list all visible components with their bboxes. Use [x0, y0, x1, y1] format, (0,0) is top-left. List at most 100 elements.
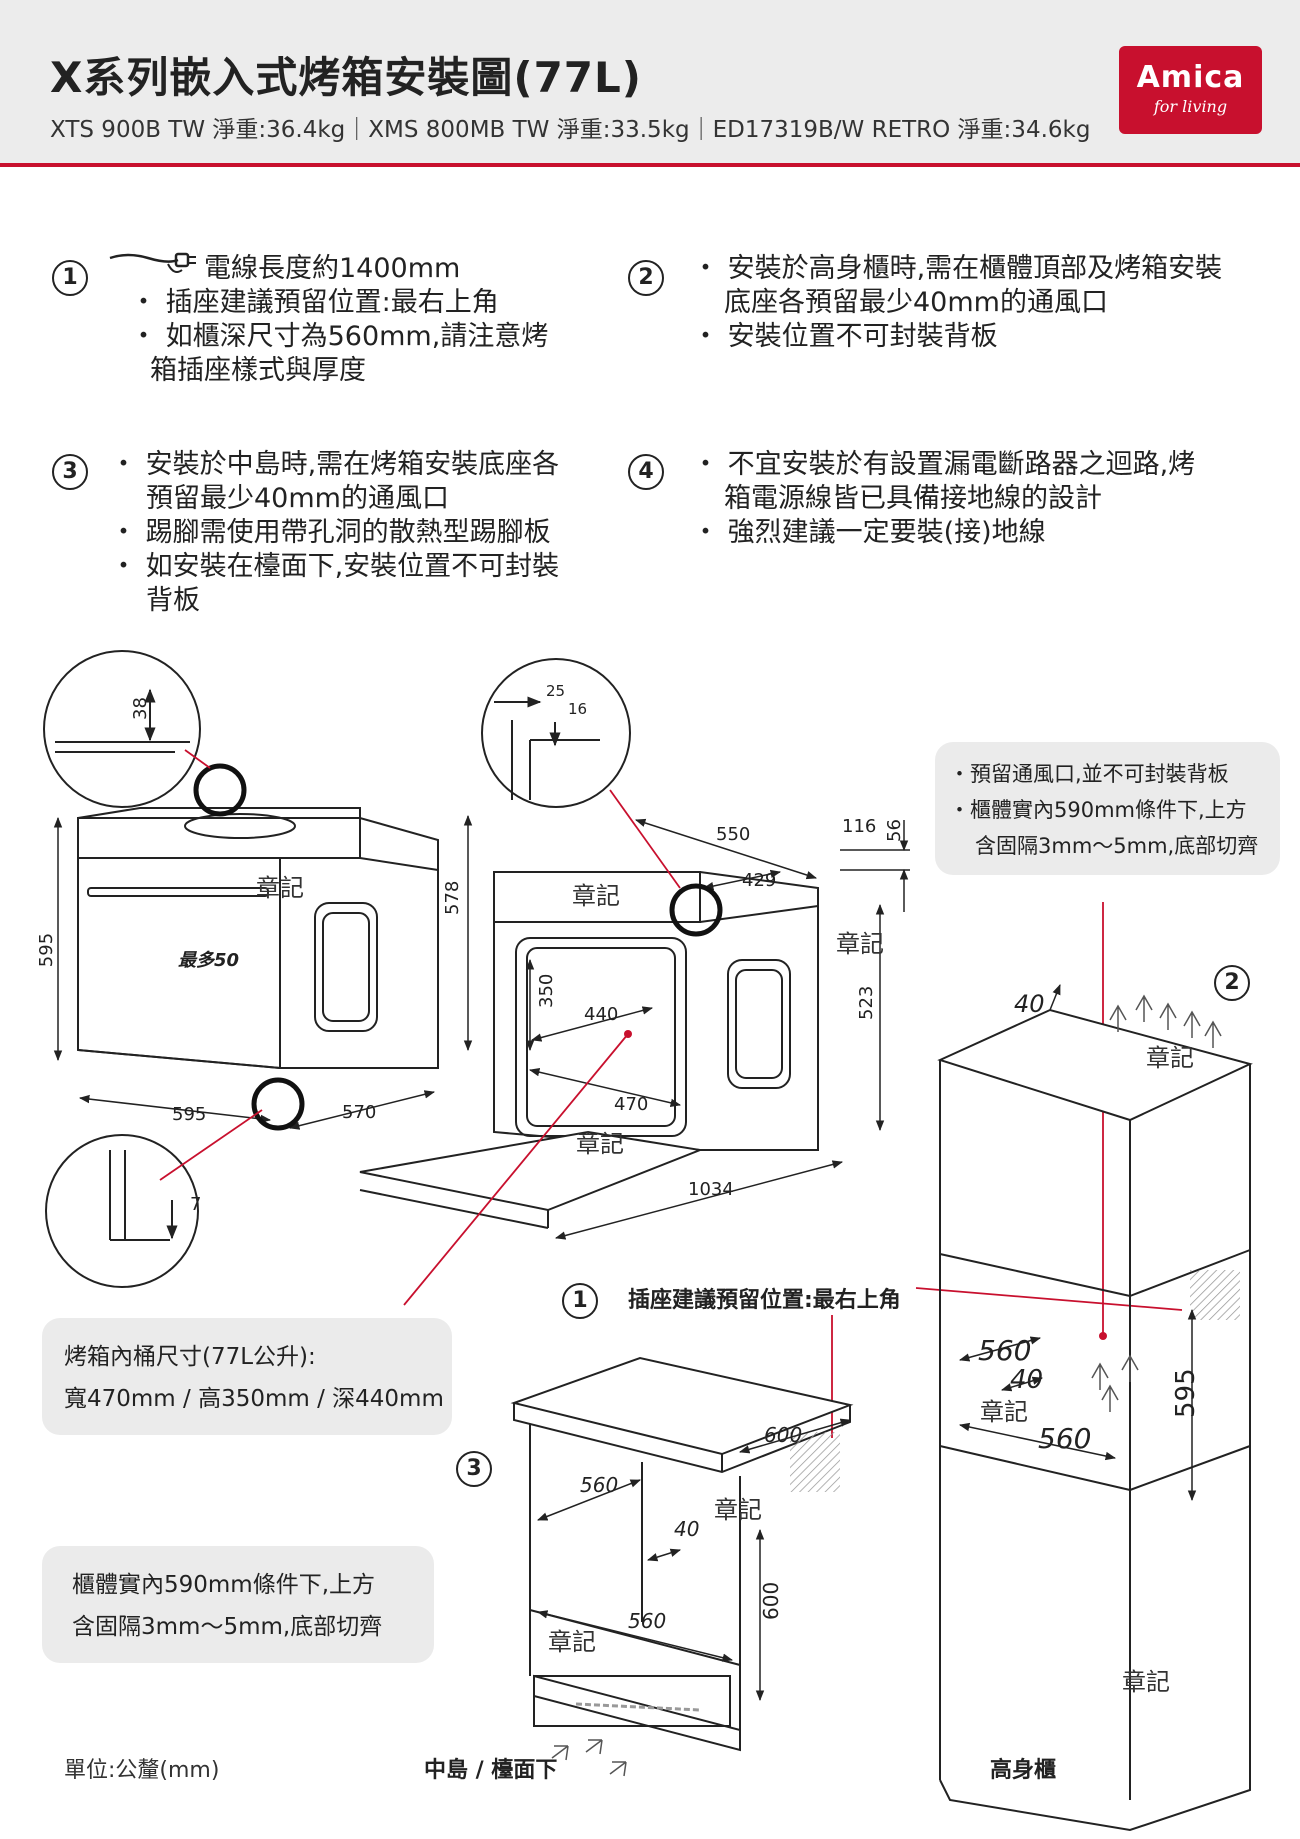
note-4: ・ 不宜安裝於有設置漏電斷路器之迴路,烤 箱電源線皆已具備接地線的設計 ・ 強烈…: [692, 448, 1195, 550]
note-4-line-1-text: 不宜安裝於有設置漏電斷路器之迴路,烤: [727, 449, 1196, 480]
stamp: 章記: [1122, 1668, 1170, 1696]
dim-max50: 最多50: [178, 950, 239, 971]
tall-dim-560-top: 560: [978, 1334, 1031, 1367]
note-3-line-5: 背板: [146, 585, 200, 616]
airflow-arrows: [551, 994, 1222, 1777]
oven-dimension-lines: [53, 814, 910, 1240]
island-dimensions: [536, 1418, 852, 1702]
tall-vent-hatch: [1190, 1270, 1240, 1320]
dim-350: 350: [536, 974, 557, 1008]
kick-vent-slots: [575, 1702, 701, 1712]
cabinet-note-line-2: 含固隔3mm～5mm,底部切齊: [72, 1614, 383, 1640]
note-1-line-2-text: 插座建議預留位置:最右上角: [165, 287, 499, 318]
island-dim-600-side: 600: [759, 1582, 783, 1620]
note-3-line-1: ・ 安裝於中島時,需在烤箱安裝底座各: [110, 449, 560, 480]
vent-note-line-2: ・櫃體實內590mm條件下,上方: [949, 798, 1247, 822]
stamp: 章記: [980, 1398, 1028, 1426]
island-dim-560-top: 560: [580, 1473, 618, 1497]
dim-578: 578: [442, 881, 463, 915]
logo-tagline: for living: [1153, 97, 1228, 116]
red-dots: [624, 1030, 1107, 1340]
note-2-line-3: ・ 安裝位置不可封裝背板: [692, 321, 998, 352]
dim-116: 116: [842, 816, 876, 837]
inner-size-line-2: 寬470mm / 高350mm / 深440mm: [64, 1386, 444, 1412]
note-1-line-3-text: 如櫃深尺寸為560mm,請注意烤: [165, 321, 549, 352]
dim-550: 550: [716, 824, 750, 845]
note-1-line-2: ・ 插座建議預留位置:最右上角: [130, 287, 499, 318]
island-label: 中島 / 檯面下: [424, 1758, 558, 1783]
stamp: 章記: [548, 1628, 596, 1656]
note-3-line-1-text: 安裝於中島時,需在烤箱安裝底座各: [145, 449, 560, 480]
note-3-line-2: 預留最少40mm的通風口: [146, 483, 449, 514]
note-3: ・ 安裝於中島時,需在烤箱安裝底座各 預留最少40mm的通風口 ・ 踢腳需使用帶…: [110, 448, 559, 618]
dim-595-bottom: 595: [172, 1104, 206, 1125]
tall-cabinet: [937, 1008, 1253, 1832]
header: X系列嵌入式烤箱安裝圖(77L) XTS 900B TW 淨重:36.4kg｜X…: [0, 0, 1300, 167]
dim-523: 523: [856, 986, 877, 1020]
brand-logo: Amica for living: [1119, 46, 1262, 134]
dim-429: 429: [742, 870, 776, 891]
red-leader-lines: [159, 749, 1183, 1438]
oven-front-view: [77, 807, 439, 1069]
note-2-line-3-text: 安裝位置不可封裝背板: [727, 321, 998, 352]
dim-570: 570: [342, 1102, 376, 1123]
tall-label: 高身櫃: [990, 1758, 1057, 1783]
cabinet-note-line-1: 櫃體實內590mm條件下,上方: [72, 1572, 376, 1598]
note-2-line-1-text: 安裝於高身櫃時,需在櫃體頂部及烤箱安裝: [727, 253, 1223, 284]
tall-dim-40-mid: 40: [1010, 1365, 1043, 1395]
tall-number: 2: [1214, 965, 1250, 1001]
island-dim-560-bottom: 560: [628, 1609, 666, 1633]
note-2-line-1: ・ 安裝於高身櫃時,需在櫃體頂部及烤箱安裝: [692, 253, 1223, 284]
stamp: 章記: [572, 882, 620, 910]
stamp: 章記: [836, 930, 884, 958]
dim-7: 7: [190, 1194, 201, 1215]
note-4-line-2: 箱電源線皆已具備接地線的設計: [724, 483, 1102, 514]
note-1-line-1: 電線長度約1400mm: [204, 253, 461, 284]
stamp: 章記: [576, 1130, 624, 1158]
note-2-line-2: 底座各預留最少40mm的通風口: [724, 287, 1108, 318]
page-title: X系列嵌入式烤箱安裝圖(77L): [50, 53, 642, 102]
detail-circle-contents: [55, 688, 600, 1241]
tall-dimensions: [958, 984, 1197, 1502]
note-4-line-3: ・ 強烈建議一定要裝(接)地線: [692, 517, 1046, 548]
note-1-number: 1: [52, 260, 88, 296]
page-subtitle: XTS 900B TW 淨重:36.4kg｜XMS 800MB TW 淨重:33…: [50, 117, 1091, 143]
dim-56: 56: [884, 819, 905, 842]
dim-470: 470: [614, 1094, 648, 1115]
vent-note-callout: ・預留通風口,並不可封裝背板 ・櫃體實內590mm條件下,上方 含固隔3mm～5…: [935, 742, 1280, 875]
note-3-line-4: ・ 如安裝在檯面下,安裝位置不可封裝: [110, 551, 560, 582]
inner-size-callout: 烤箱內桶尺寸(77L公升): 寬470mm / 高350mm / 深440mm: [42, 1318, 452, 1435]
note-3-line-3-text: 踢腳需使用帶孔洞的散熱型踢腳板: [145, 517, 551, 548]
inner-size-line-1: 烤箱內桶尺寸(77L公升):: [64, 1344, 316, 1370]
power-cord-icon: [109, 252, 196, 273]
note-3-number: 3: [52, 454, 88, 490]
dim-25: 25: [546, 682, 565, 700]
cabinet-note-callout: 櫃體實內590mm條件下,上方 含固隔3mm～5mm,底部切齊: [42, 1546, 434, 1663]
dim-440: 440: [584, 1004, 618, 1025]
dim-595-left: 595: [36, 933, 57, 967]
note-4-line-1: ・ 不宜安裝於有設置漏電斷路器之迴路,烤: [692, 449, 1196, 480]
note-3-line-4-text: 如安裝在檯面下,安裝位置不可封裝: [145, 551, 560, 582]
vent-note-line-3: 含固隔3mm～5mm,底部切齊: [975, 834, 1259, 858]
note-4-line-3-text: 強烈建議一定要裝(接)地線: [727, 517, 1046, 548]
island-dim-600-top: 600: [764, 1423, 802, 1447]
unit-label: 單位:公釐(mm): [64, 1758, 220, 1783]
dim-16: 16: [568, 700, 587, 718]
island-cabinet: [510, 1356, 854, 1752]
stamp: 章記: [256, 874, 304, 902]
note-1-line-4: 箱插座樣式與厚度: [150, 355, 366, 386]
highlight-rings: [193, 763, 723, 1131]
note-4-number: 4: [628, 454, 664, 490]
socket-label: 插座建議預留位置:最右上角: [628, 1288, 901, 1313]
island-dim-40: 40: [674, 1517, 699, 1541]
logo-brand: Amica: [1136, 60, 1245, 95]
stamp: 章記: [1146, 1044, 1194, 1072]
note-1-line-3: ・ 如櫃深尺寸為560mm,請注意烤: [130, 321, 549, 352]
note-2-number: 2: [628, 260, 664, 296]
tall-dim-560-bottom: 560: [1038, 1422, 1091, 1455]
note-2: ・ 安裝於高身櫃時,需在櫃體頂部及烤箱安裝 底座各預留最少40mm的通風口 ・ …: [692, 252, 1222, 354]
socket-number: 1: [562, 1283, 598, 1319]
dim-1034: 1034: [688, 1179, 734, 1200]
note-1: 電線長度約1400mm ・ 插座建議預留位置:最右上角 ・ 如櫃深尺寸為560m…: [130, 252, 548, 388]
